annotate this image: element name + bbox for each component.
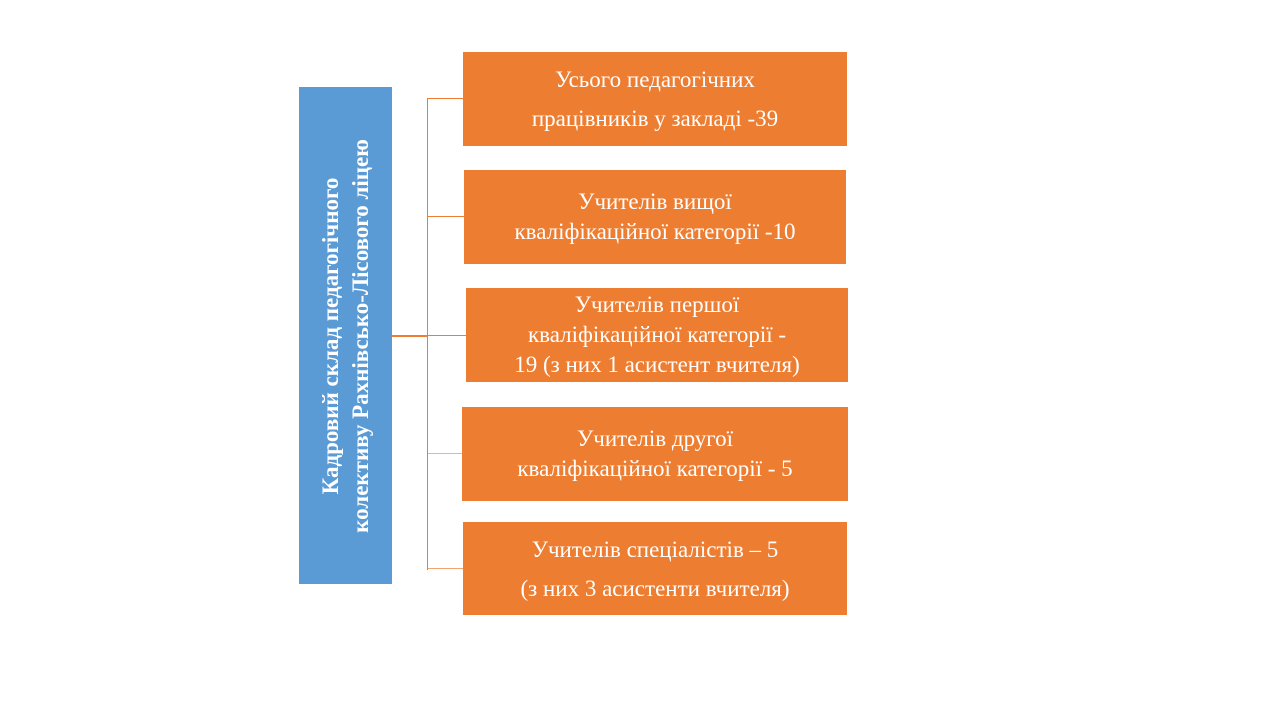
node-line: кваліфікаційної категорії -: [527, 322, 787, 347]
connector-branch: [428, 453, 462, 454]
connector-branch: [428, 98, 463, 99]
connector-trunk: [392, 335, 428, 337]
node-highest-category: Учителів вищої кваліфікаційної категорії…: [464, 170, 846, 264]
node-line: Учителів другої: [576, 426, 734, 451]
root-title: Кадровий склад педагогічного колективу Р…: [316, 87, 376, 584]
root-title-line: колективу Рахнівсько-Лісового ліцею: [347, 138, 373, 533]
node-line: працівників у закладі -39: [531, 106, 779, 131]
node-line: кваліфікаційної категорії -10: [514, 219, 796, 244]
node-first-category: Учителів першої кваліфікаційної категорі…: [466, 288, 848, 382]
connector-spine: [427, 98, 428, 570]
node-second-category: Учителів другої кваліфікаційної категорі…: [462, 407, 848, 501]
node-line: 19 (з них 1 асистент вчителя): [514, 352, 800, 377]
connector-branch: [428, 335, 466, 336]
connector-branch: [428, 568, 463, 569]
node-line: Учителів спеціалістів – 5: [531, 536, 779, 562]
node-line: (з них 3 асистенти вчителя): [520, 575, 790, 601]
node-line: кваліфікаційної категорії - 5: [517, 456, 793, 481]
root-node: Кадровий склад педагогічного колективу Р…: [299, 87, 392, 584]
node-total-staff: Усього педагогічних працівників у заклад…: [463, 52, 847, 146]
node-specialists: Учителів спеціалістів – 5 (з них 3 асист…: [463, 522, 847, 615]
node-line: Учителів першої: [574, 292, 740, 317]
connector-branch: [428, 216, 464, 217]
node-line: Усього педагогічних: [555, 67, 755, 92]
root-title-line: Кадровий склад педагогічного: [317, 177, 343, 494]
node-line: Учителів вищої: [578, 189, 732, 214]
